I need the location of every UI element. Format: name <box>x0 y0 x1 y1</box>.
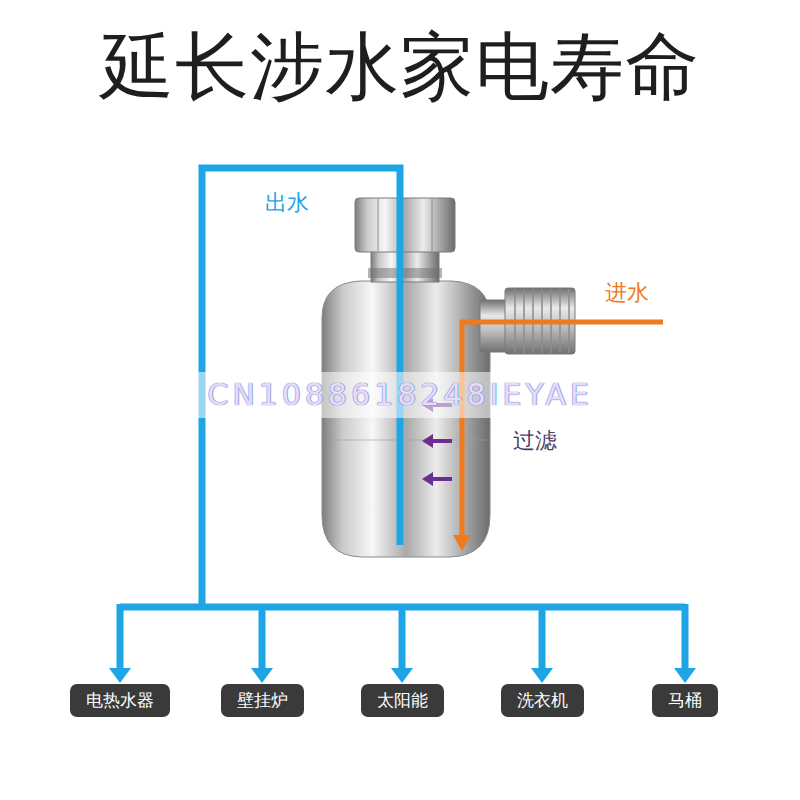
nut-facet <box>432 199 433 251</box>
appliance-pill: 太阳能 <box>361 684 444 717</box>
inlet-line <box>462 322 663 538</box>
hex-nut <box>355 198 455 252</box>
inlet-neck <box>480 300 508 352</box>
inlet-label: 进水 <box>605 278 649 308</box>
appliance-pill: 电热水器 <box>70 684 170 717</box>
outlet-line <box>120 168 685 672</box>
outlet-arrowheads <box>109 668 696 683</box>
filter-label: 过滤 <box>513 426 557 456</box>
appliance-pill: 壁挂炉 <box>221 684 304 717</box>
appliance-name: 太阳能 <box>377 690 428 710</box>
appliance-name: 马桶 <box>668 690 702 710</box>
page-title: 延长涉水家电寿命 <box>100 18 700 118</box>
appliance-pill: 洗衣机 <box>501 684 584 717</box>
outlet-label: 出水 <box>265 188 309 218</box>
inlet-arrowhead <box>453 535 471 551</box>
appliance-name: 洗衣机 <box>517 690 568 710</box>
nut-facet <box>378 199 379 251</box>
appliance-name: 电热水器 <box>86 690 154 710</box>
collar-ring <box>368 268 442 278</box>
watermark: CN1088618248IEYAE <box>0 372 800 418</box>
appliance-pill: 马桶 <box>652 684 718 717</box>
appliance-name: 壁挂炉 <box>237 690 288 710</box>
